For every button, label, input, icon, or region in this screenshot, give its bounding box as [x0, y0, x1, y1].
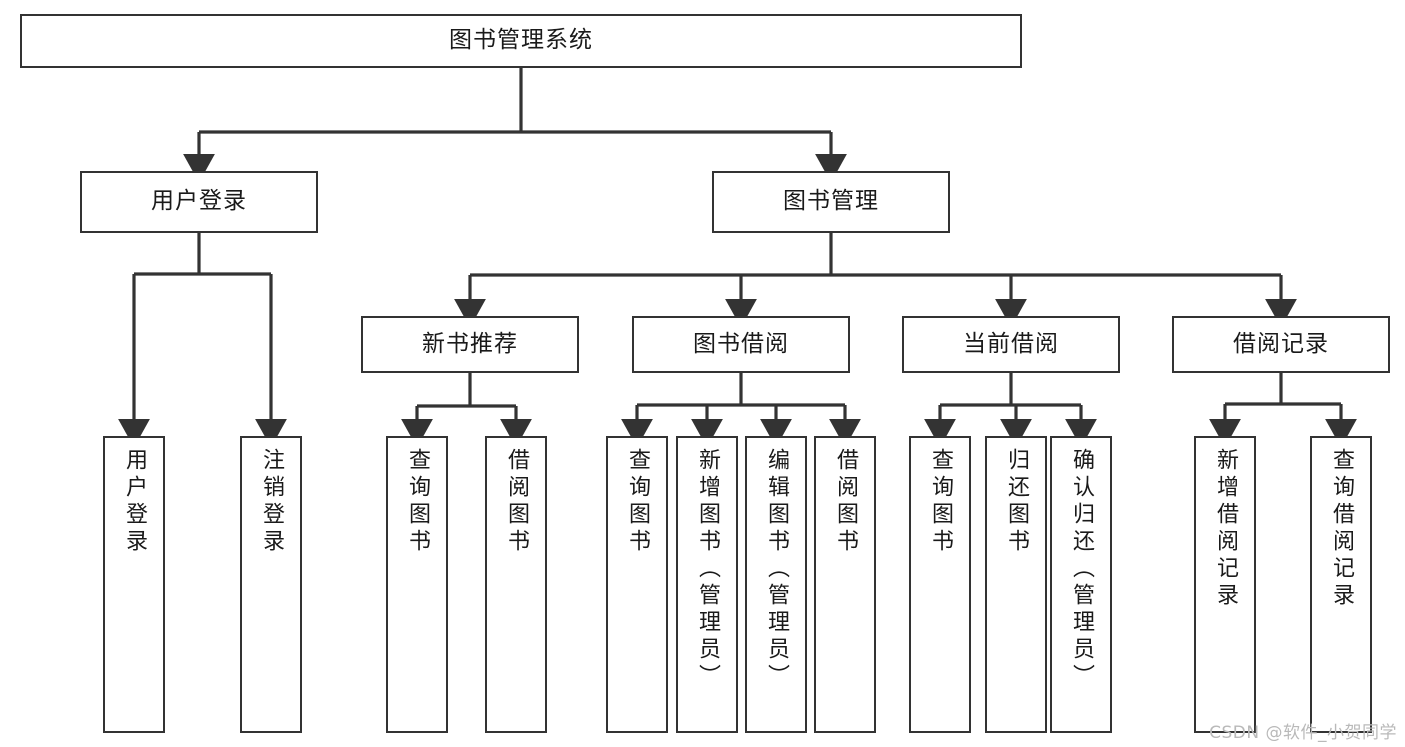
- node-leaf-query-book-2-label: 查询图书: [625, 448, 650, 556]
- node-leaf-borrow-book-1-label: 借阅图书: [504, 448, 529, 556]
- node-leaf-query-record-label: 查询借阅记录: [1329, 448, 1354, 610]
- node-root-label: 图书管理系统: [449, 27, 593, 54]
- node-leaf-query-book-1[interactable]: 查询图书: [386, 436, 448, 733]
- node-leaf-logout-label: 注销登录: [259, 448, 284, 556]
- node-book-management-label: 图书管理: [783, 188, 879, 215]
- node-leaf-query-book-1-label: 查询图书: [405, 448, 430, 556]
- node-leaf-return-book[interactable]: 归还图书: [985, 436, 1047, 733]
- node-leaf-borrow-book-1[interactable]: 借阅图书: [485, 436, 547, 733]
- node-leaf-logout[interactable]: 注销登录: [240, 436, 302, 733]
- node-leaf-query-record[interactable]: 查询借阅记录: [1310, 436, 1372, 733]
- node-current-borrow[interactable]: 当前借阅: [902, 316, 1120, 373]
- node-leaf-query-book-2[interactable]: 查询图书: [606, 436, 668, 733]
- node-leaf-return-book-label: 归还图书: [1004, 448, 1029, 556]
- node-leaf-borrow-book-2-label: 借阅图书: [833, 448, 858, 556]
- node-borrow-record-label: 借阅记录: [1233, 330, 1329, 357]
- node-user-login-label: 用户登录: [151, 188, 247, 215]
- node-leaf-add-record-label: 新增借阅记录: [1213, 448, 1238, 610]
- node-leaf-add-record[interactable]: 新增借阅记录: [1194, 436, 1256, 733]
- node-leaf-user-login[interactable]: 用户登录: [103, 436, 165, 733]
- node-book-borrow[interactable]: 图书借阅: [632, 316, 850, 373]
- node-leaf-borrow-book-2[interactable]: 借阅图书: [814, 436, 876, 733]
- node-book-management[interactable]: 图书管理: [712, 171, 950, 233]
- node-user-login[interactable]: 用户登录: [80, 171, 318, 233]
- node-leaf-add-book-label: 新增图书（管理员）: [695, 448, 720, 691]
- node-new-book-recommend-label: 新书推荐: [422, 330, 518, 357]
- node-borrow-record[interactable]: 借阅记录: [1172, 316, 1390, 373]
- node-leaf-confirm-return[interactable]: 确认归还（管理员）: [1050, 436, 1112, 733]
- node-leaf-confirm-return-label: 确认归还（管理员）: [1069, 448, 1094, 691]
- node-leaf-edit-book-label: 编辑图书（管理员）: [764, 448, 789, 691]
- node-root[interactable]: 图书管理系统: [20, 14, 1022, 68]
- node-leaf-edit-book[interactable]: 编辑图书（管理员）: [745, 436, 807, 733]
- watermark-text: CSDN @软件_小贺同学: [1209, 723, 1397, 743]
- node-book-borrow-label: 图书借阅: [693, 330, 789, 357]
- node-new-book-recommend[interactable]: 新书推荐: [361, 316, 579, 373]
- node-leaf-query-book-3-label: 查询图书: [928, 448, 953, 556]
- node-leaf-user-login-label: 用户登录: [122, 448, 147, 556]
- node-current-borrow-label: 当前借阅: [963, 330, 1059, 357]
- node-leaf-query-book-3[interactable]: 查询图书: [909, 436, 971, 733]
- node-leaf-add-book[interactable]: 新增图书（管理员）: [676, 436, 738, 733]
